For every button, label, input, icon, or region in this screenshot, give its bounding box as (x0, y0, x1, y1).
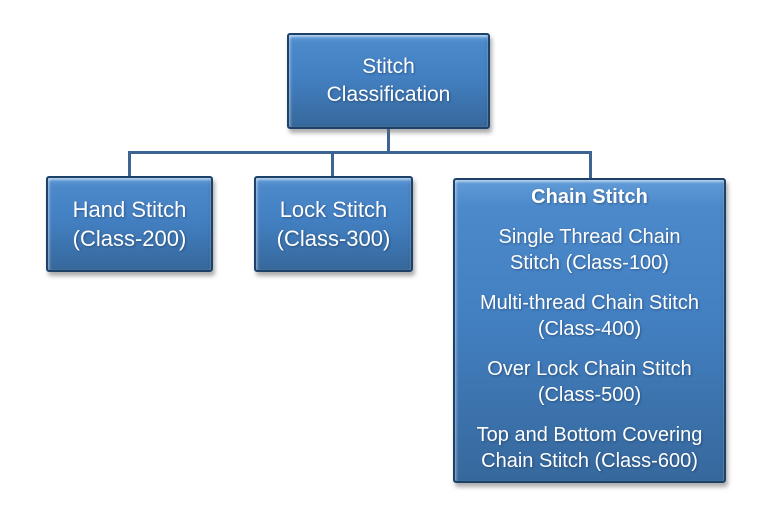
node-label-line: Classification (326, 83, 451, 106)
node-label-line: (Class-200) (72, 226, 187, 251)
chain-item-line: (Class-500) (537, 384, 642, 406)
chain-item-line: Chain Stitch (Class-600) (481, 450, 698, 472)
node-chain-stitch: Chain Stitch Single Thread Chain Stitch … (453, 178, 726, 483)
node-label-line: Lock Stitch (279, 197, 388, 222)
chain-item-line: Multi-thread Chain Stitch (480, 292, 699, 314)
connector-horizontal (128, 151, 592, 154)
connector-drop-lock (331, 151, 334, 178)
node-lock-stitch: Lock Stitch (Class-300) (254, 176, 413, 272)
node-label-line: Hand Stitch (72, 197, 187, 222)
chain-item-line: Top and Bottom Covering (476, 424, 703, 446)
chain-stitch-header: Chain Stitch (531, 186, 648, 208)
chain-item-multi-thread: Multi-thread Chain Stitch (Class-400) (455, 290, 724, 342)
node-hand-stitch: Hand Stitch (Class-200) (46, 176, 213, 272)
connector-drop-chain (589, 151, 592, 178)
connector-root-stub (387, 128, 390, 154)
chain-item-top-bottom-covering: Top and Bottom Covering Chain Stitch (Cl… (455, 422, 724, 474)
node-label-line: Stitch (362, 55, 415, 78)
chain-item-single-thread: Single Thread Chain Stitch (Class-100) (455, 224, 724, 276)
chain-item-over-lock: Over Lock Chain Stitch (Class-500) (455, 356, 724, 408)
node-label-line: (Class-300) (276, 226, 391, 251)
chain-item-line: Single Thread Chain (498, 226, 681, 248)
chain-item-line: Stitch (Class-100) (510, 252, 669, 274)
chain-item-line: Over Lock Chain Stitch (487, 358, 692, 380)
chain-item-line: (Class-400) (537, 318, 642, 340)
connector-drop-hand (128, 151, 131, 178)
node-stitch-classification: Stitch Classification (287, 33, 490, 129)
